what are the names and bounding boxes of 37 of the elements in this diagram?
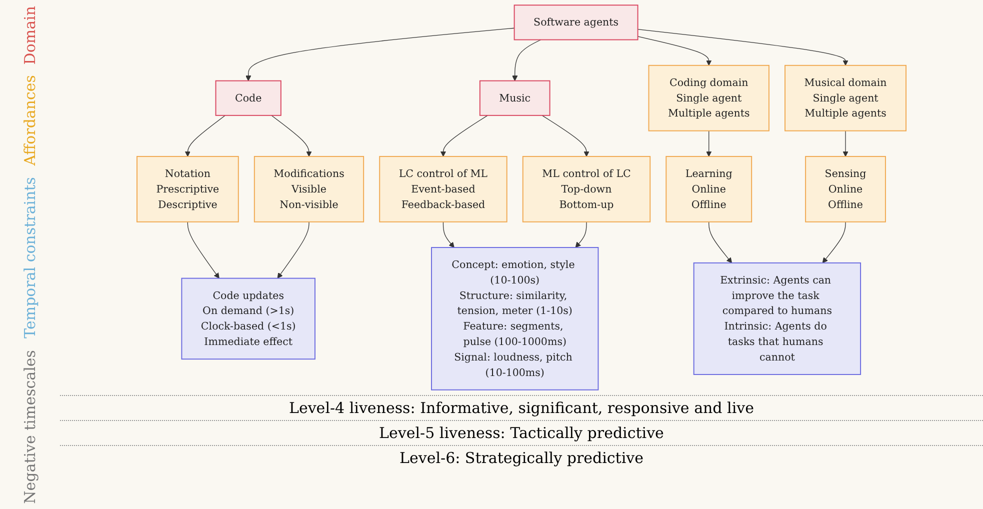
arrow [706,130,712,157]
node-box: Modifications Visible Non-visible [254,156,364,222]
node-box: LC control of ML Event-based Feedback-based [379,156,508,222]
arrow [575,222,587,248]
arrow [822,222,846,264]
arrow [271,115,312,157]
band-label: Affordances [21,75,39,166]
node-box: Concept: emotion, style (10-100s) Structure: similarity, tension, meter (1-10s) Feature: segments, pulse (100-1000ms) Signal: loudness, pitch (10-100ms) [431,247,599,390]
node-box: Code updates On demand (>1s) Clock-based (<1s) Immediate effect [181,278,316,360]
band-label: Domain [21,6,39,64]
arrow [277,222,310,279]
node-box: Notation Prescriptive Descriptive [136,156,239,222]
node-box: Sensing Online Offline [805,156,886,222]
arrow [542,115,590,157]
arrow [442,222,454,248]
node-box: Musical domain Single agent Multiple agents [784,64,906,132]
arrow [512,39,542,82]
band-label: Temporal constraints [21,177,39,338]
arrow [708,222,732,264]
node-box: Learning Online Offline [666,156,752,222]
node-box: Software agents [514,4,638,40]
arrow [246,28,515,82]
liveness-level-text: Level-6: Strategically predictive [60,445,983,470]
arrow [637,36,712,66]
arrow [184,115,226,157]
liveness-level-text: Level-4 liveness: Informative, significant, responsive and live [60,395,983,420]
arrow [187,222,220,279]
arrow [637,29,848,66]
node-box: Music [479,80,550,116]
liveness-level-text: Level-5 liveness: Tactically predictive [60,420,983,445]
arrow [440,115,488,157]
band-label: Negative timescales [21,350,39,504]
node-box: Code [215,80,282,116]
arrow [842,130,848,157]
node-box: Coding domain Single agent Multiple agents [648,64,770,132]
node-box: ML control of LC Top-down Bottom-up [522,156,651,222]
node-box: Extrinsic: Agents can improve the task compared to humans Intrinsic: Agents do tasks that humans cannot [693,262,862,375]
